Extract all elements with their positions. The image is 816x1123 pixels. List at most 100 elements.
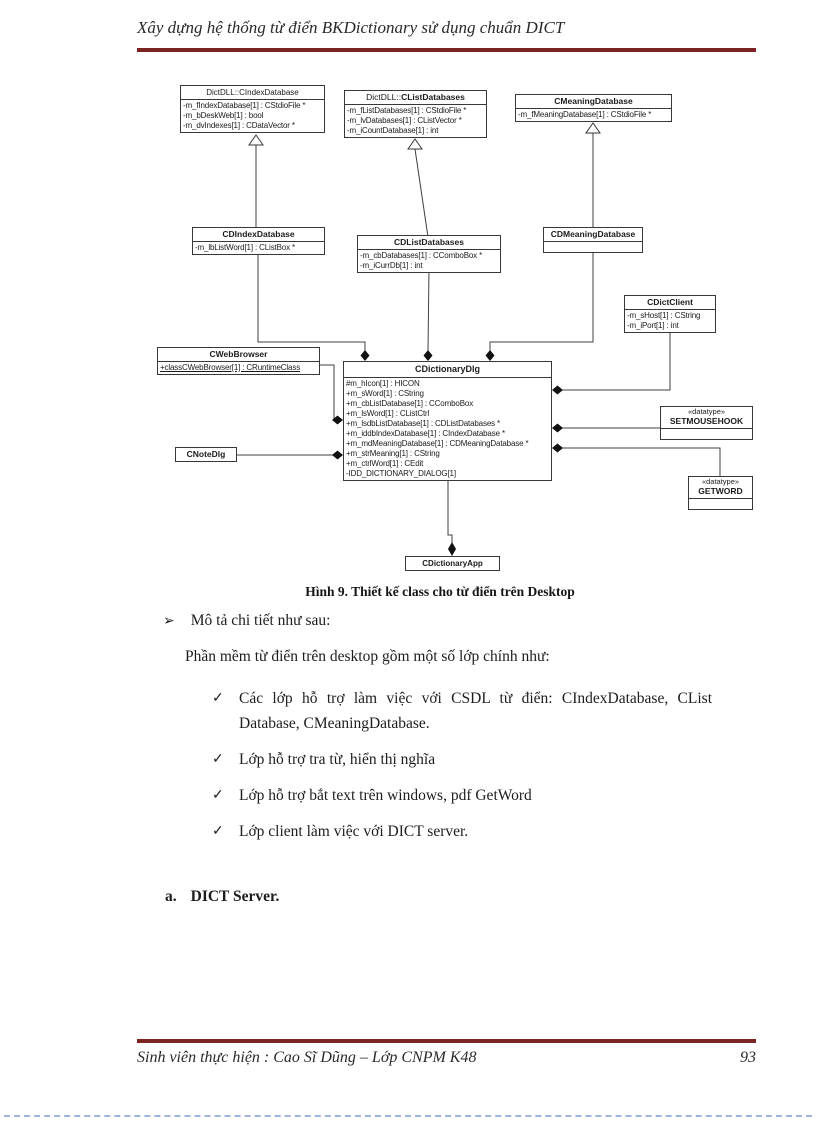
- list-item-text: Lớp hỗ trợ bắt text trên windows, pdf Ge…: [239, 787, 532, 804]
- class-cdmeaningdatabase: CDMeaningDatabase: [543, 227, 643, 253]
- list-item: ✓ Lớp hỗ trợ bắt text trên windows, pdf G…: [212, 783, 712, 808]
- footer-divider: [137, 1039, 756, 1043]
- intro-line: ➢ Mô tả chi tiết như sau:: [163, 612, 330, 630]
- arrow-bullet-icon: ➢: [163, 614, 175, 629]
- composition-diamond-icon: [360, 350, 370, 361]
- class-attribute: +m_strMeaning[1] : CString: [346, 449, 440, 458]
- intro-text: Mô tả chi tiết như sau:: [190, 612, 331, 629]
- class-title: CNoteDlg: [186, 449, 226, 459]
- list-item-text: Lớp hỗ trợ tra từ, hiển thị nghĩa: [239, 751, 436, 768]
- class-cdictionaryapp: CDictionaryApp: [405, 556, 500, 571]
- composition-cdindex-dlg: [257, 250, 366, 351]
- composition-diamond-icon: [423, 350, 433, 361]
- feature-list: ✓Các lớp hỗ trợ làm việc với CSDL từ điể…: [212, 686, 712, 855]
- uml-connectors: [235, 122, 721, 556]
- composition-diamond-icon: [448, 542, 456, 556]
- class-title: DictDLL::CListDatabases: [345, 91, 486, 105]
- uml-class-diagram: DictDLL::CIndexDatabase -m_fIndexDatabas…: [140, 80, 760, 585]
- class-attributes: -m_cbDatabases[1] : CComboBox * -m_iCurr…: [358, 250, 500, 272]
- class-attribute: -m_sHost[1] : CString: [627, 311, 701, 320]
- class-empty-compartment: [661, 429, 752, 439]
- figure-caption: Hình 9. Thiết kế class cho từ điển trên …: [305, 584, 575, 599]
- list-item: ✓ Lớp client làm việc với DICT server.: [212, 819, 712, 844]
- class-attributes: -m_fListDatabases[1] : CStdioFile * -m_l…: [345, 105, 486, 137]
- class-cmeaningdatabase: CMeaningDatabase -m_fMeaningDatabase[1] …: [515, 94, 672, 122]
- section-title: DICT Server.: [190, 888, 280, 905]
- class-stereotype: «datatype»: [687, 407, 726, 416]
- class-title-name: CListDatabases: [401, 92, 465, 102]
- class-attribute: +m_iddbIndexDatabase[1] : CIndexDatabase…: [346, 429, 505, 438]
- class-attribute: +m_lsdbListDatabase[1] : CDListDatabases…: [346, 419, 501, 428]
- class-title-name: SETMOUSEHOOK: [669, 416, 744, 426]
- composition-diamond-icon: [332, 450, 343, 460]
- page-footer: Sinh viên thực hiện : Cao Sĩ Dũng – Lớp …: [137, 1049, 756, 1067]
- class-attribute: -m_bDeskWeb[1] : bool: [183, 111, 264, 120]
- class-title: CDictClient: [625, 296, 715, 310]
- class-attributes: -m_fIndexDatabase[1] : CStdioFile * -m_b…: [181, 100, 324, 132]
- composition-cdmeaning-dlg: [489, 250, 594, 351]
- class-title: CDMeaningDatabase: [544, 228, 642, 242]
- class-attribute: -m_cbDatabases[1] : CComboBox *: [360, 251, 483, 260]
- class-attribute: -m_fListDatabases[1] : CStdioFile *: [347, 106, 467, 115]
- class-cdictclient: CDictClient -m_sHost[1] : CString -m_iPo…: [624, 295, 716, 333]
- class-title: CDictionaryApp: [422, 559, 483, 568]
- composition-cdlist-dlg: [427, 267, 430, 352]
- class-attributes: -m_sHost[1] : CString -m_iPort[1] : int: [625, 310, 715, 332]
- inheritance-clistdatabases: [414, 148, 429, 238]
- class-attribute: -m_iCurrDb[1] : int: [360, 261, 423, 270]
- class-title-prefix: DictDLL::: [366, 92, 402, 102]
- composition-diamond-icon: [332, 415, 343, 425]
- check-bullet-icon: ✓: [212, 824, 224, 839]
- class-title: CDictionaryDlg: [344, 362, 551, 378]
- class-attributes: #m_hIcon[1] : HICON +m_sWord[1] : CStrin…: [344, 378, 551, 480]
- class-stereotype: «datatype»: [701, 477, 740, 486]
- composition-diamond-icon: [552, 423, 563, 433]
- list-item: ✓ Lớp hỗ trợ tra từ, hiển thị nghĩa: [212, 747, 712, 772]
- class-empty-compartment: [544, 242, 642, 252]
- section-label: a.: [165, 888, 177, 905]
- class-dictdll-cindexdatabase: DictDLL::CIndexDatabase -m_fIndexDatabas…: [180, 85, 325, 133]
- class-attribute: -m_iCountDatabase[1] : int: [347, 126, 439, 135]
- generalization-arrow-icon: [585, 122, 601, 134]
- class-title: CDIndexDatabase: [193, 228, 324, 242]
- class-title-name: GETWORD: [698, 486, 743, 496]
- generalization-arrow-icon: [248, 134, 264, 146]
- class-title: CMeaningDatabase: [516, 95, 671, 109]
- class-attribute: +m_cbListDatabase[1] : CComboBox: [346, 399, 474, 408]
- class-attributes: -m_lbListWord[1] : CListBox *: [193, 242, 324, 254]
- composition-getword-dlg: [562, 447, 721, 478]
- class-title: CDListDatabases: [358, 236, 500, 250]
- class-attribute: +m_mdMeaningDatabase[1] : CDMeaningDatab…: [346, 439, 529, 448]
- class-cdindexdatabase: CDIndexDatabase -m_lbListWord[1] : CList…: [192, 227, 325, 255]
- composition-dlg-app: [447, 478, 453, 543]
- composition-diamond-icon: [552, 443, 563, 453]
- composition-diamond-icon: [552, 385, 563, 395]
- class-attribute: -m_lvDatabases[1] : CListVector *: [347, 116, 462, 125]
- class-attribute: -m_fMeaningDatabase[1] : CStdioFile *: [518, 110, 652, 119]
- class-attribute: +m_sWord[1] : CString: [346, 389, 424, 398]
- composition-webbrowser-dlg: [318, 364, 335, 421]
- class-title: «datatype»SETMOUSEHOOK: [661, 407, 752, 429]
- composition-diamond-icon: [485, 350, 495, 361]
- list-item: ✓Các lớp hỗ trợ làm việc với CSDL từ điể…: [212, 686, 712, 736]
- generalization-arrow-icon: [407, 138, 423, 150]
- check-bullet-icon: ✓: [212, 752, 224, 767]
- list-item-text: Lớp client làm việc với DICT server.: [239, 823, 469, 840]
- class-cdictionarydlg: CDictionaryDlg #m_hIcon[1] : HICON +m_sW…: [343, 361, 552, 481]
- class-getword: «datatype»GETWORD: [688, 476, 753, 510]
- footer-author-line: Sinh viên thực hiện : Cao Sĩ Dũng – Lớp …: [137, 1049, 477, 1066]
- class-title: DictDLL::CIndexDatabase: [181, 86, 324, 100]
- page-header-title: Xây dựng hệ thống từ điển BKDictionary s…: [137, 18, 565, 37]
- lead-paragraph: Phần mềm từ điển trên desktop gồm một số…: [185, 648, 550, 665]
- class-attribute: #m_hIcon[1] : HICON: [346, 379, 420, 388]
- class-attribute: -m_fIndexDatabase[1] : CStdioFile *: [183, 101, 306, 110]
- class-attribute: -m_lbListWord[1] : CListBox *: [195, 243, 295, 252]
- class-cnotedlg: CNoteDlg: [175, 447, 237, 462]
- check-bullet-icon: ✓: [212, 691, 224, 706]
- check-bullet-icon: ✓: [212, 788, 224, 803]
- class-setmousehook: «datatype»SETMOUSEHOOK: [660, 406, 753, 440]
- class-empty-compartment: [689, 499, 752, 509]
- section-heading: a. DICT Server.: [165, 888, 279, 906]
- class-dictdll-clistdatabases: DictDLL::CListDatabases -m_fListDatabase…: [344, 90, 487, 138]
